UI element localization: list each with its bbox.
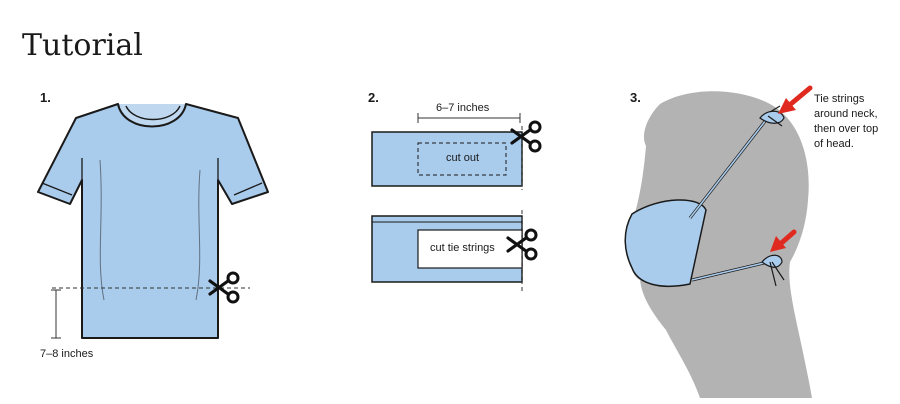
face-mask-icon: [624, 105, 785, 287]
fabric-strip-icon: [371, 131, 523, 187]
arrow-icon: [778, 85, 813, 114]
cut-out-label: cut out: [446, 152, 480, 164]
step-1-measure-label: 7–8 inches: [40, 348, 94, 360]
step-2-number: 2.: [368, 90, 379, 105]
fabric-strip-icon: [371, 215, 523, 283]
step-2-measure-label: 6–7 inches: [436, 102, 490, 114]
cut-tie-strings-label: cut tie strings: [430, 242, 495, 254]
step-1-number: 1.: [40, 90, 51, 105]
step-3-number: 3.: [630, 90, 641, 105]
head-silhouette-icon: [626, 91, 812, 399]
page-title: Tutorial: [22, 28, 143, 63]
arrow-icon: [770, 229, 797, 252]
tie-strings-note: Tie strings around neck, then over top o…: [814, 93, 879, 150]
